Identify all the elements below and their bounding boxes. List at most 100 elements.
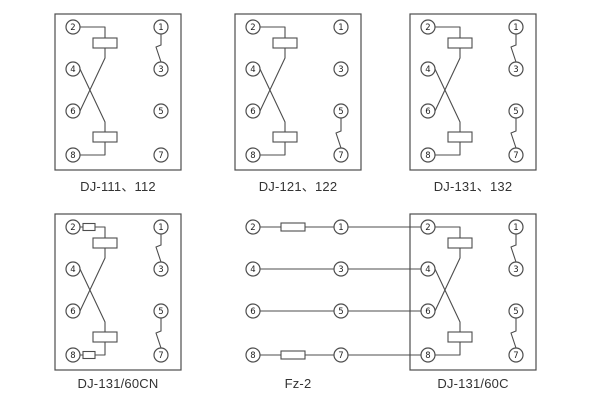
terminal-circle xyxy=(508,303,524,319)
terminal-circle xyxy=(245,103,261,119)
terminal-number: 1 xyxy=(513,23,518,33)
terminal-number: 4 xyxy=(70,65,75,75)
terminal-number: 2 xyxy=(70,23,75,33)
terminal-number: 8 xyxy=(70,151,75,161)
terminal-number: 8 xyxy=(425,151,430,161)
terminal-circle xyxy=(245,61,261,77)
resistor xyxy=(82,222,96,232)
contact-blade xyxy=(155,330,162,349)
terminal-number: 4 xyxy=(250,65,255,75)
diagram-dj-131-60cn: 2 4 6 8 1 3 5 7 DJ-131/60CN xyxy=(53,212,183,391)
terminal-number: 3 xyxy=(338,65,343,75)
contact-blade xyxy=(510,44,517,63)
terminal-number: 1 xyxy=(338,23,343,33)
resistor xyxy=(82,350,96,360)
terminal-number: 6 xyxy=(70,307,75,317)
terminal-circle xyxy=(153,347,169,363)
wire-segment xyxy=(259,47,286,112)
wire-segment xyxy=(79,47,106,112)
coil xyxy=(92,37,118,49)
wire-segment xyxy=(94,226,106,239)
terminal-circle xyxy=(420,19,436,35)
terminal-circle xyxy=(153,219,169,235)
wire-segment xyxy=(259,68,286,133)
terminal-number: 4 xyxy=(250,265,255,275)
terminal-circle xyxy=(245,261,261,277)
relay-schematic: 2 4 6 8 1 3 5 7 xyxy=(409,13,537,171)
terminal-circle xyxy=(65,19,81,35)
wire-segment xyxy=(434,47,461,112)
wire-segment xyxy=(79,268,106,333)
terminal-number: 1 xyxy=(158,23,163,33)
terminal-circle xyxy=(65,147,81,163)
wire-segment xyxy=(434,26,461,39)
terminal-number: 5 xyxy=(338,107,343,117)
terminal-circle xyxy=(508,61,524,77)
terminal-number: 8 xyxy=(250,151,255,161)
terminal-number: 2 xyxy=(250,23,255,33)
relay-case-outline xyxy=(54,13,182,171)
terminal-number: 7 xyxy=(338,151,343,161)
diagram-dj-121-122: 2 4 6 8 1 3 5 7 DJ-121、122 xyxy=(233,12,363,195)
terminal-circle xyxy=(333,103,349,119)
wire-segment xyxy=(79,247,106,312)
resistor-box-schematic: 2 4 6 8 1 3 5 7 xyxy=(245,219,349,363)
terminal-number: 1 xyxy=(338,223,343,233)
terminal-circle xyxy=(245,219,261,235)
coil xyxy=(92,237,118,249)
terminal-circle xyxy=(245,147,261,163)
terminal-circle xyxy=(333,61,349,77)
diagram-label: DJ-131/60CN xyxy=(77,376,159,391)
terminal-number: 1 xyxy=(513,223,518,233)
terminal-number: 6 xyxy=(250,307,255,317)
terminal-circle xyxy=(420,261,436,277)
terminal-number: 6 xyxy=(250,107,255,117)
contact-blade xyxy=(510,130,517,149)
terminal-number: 1 xyxy=(158,223,163,233)
terminal-circle xyxy=(333,19,349,35)
terminal-number: 7 xyxy=(158,151,163,161)
terminal-number: 2 xyxy=(250,223,255,233)
terminal-circle xyxy=(508,347,524,363)
terminal-number: 3 xyxy=(158,65,163,75)
terminal-circle xyxy=(245,19,261,35)
coil xyxy=(92,131,118,143)
terminal-circle xyxy=(333,147,349,163)
wire-segment xyxy=(434,226,461,239)
wire-segment xyxy=(79,141,106,156)
terminal-circle xyxy=(65,61,81,77)
relay-case-outline xyxy=(234,13,362,171)
terminal-circle xyxy=(508,103,524,119)
terminal-circle xyxy=(65,303,81,319)
terminal-number: 5 xyxy=(158,107,163,117)
terminal-number: 4 xyxy=(70,265,75,275)
contact-blade xyxy=(510,330,517,349)
terminal-circle xyxy=(153,103,169,119)
terminal-number: 8 xyxy=(425,351,430,361)
wire-segment xyxy=(79,68,106,133)
wire-segment xyxy=(434,341,461,356)
contact-blade xyxy=(510,244,517,263)
resistor xyxy=(280,350,306,360)
relay-schematic: 2 4 6 8 1 3 5 7 xyxy=(409,213,537,371)
terminal-number: 5 xyxy=(513,107,518,117)
wire-segment xyxy=(434,68,461,133)
diagram-dj-131-132: 2 4 6 8 1 3 5 7 DJ-131、132 xyxy=(408,12,538,195)
diagram-label: DJ-121、122 xyxy=(258,179,338,194)
diagram-dj-131-60c: 2 4 6 8 1 3 5 7 DJ-131/60C xyxy=(408,212,538,391)
terminal-number: 5 xyxy=(513,307,518,317)
wire-segment xyxy=(94,341,106,356)
relay-schematic: 2 4 6 8 1 3 5 7 xyxy=(234,13,362,171)
coil xyxy=(92,331,118,343)
terminal-circle xyxy=(420,219,436,235)
wire-segment xyxy=(259,141,286,156)
contact-blade xyxy=(335,130,342,149)
relay-schematic: 2 4 6 8 1 3 5 7 xyxy=(54,13,182,171)
diagram-label: Fz-2 xyxy=(284,376,312,391)
diagram-dj-111-112: 2 4 6 8 1 3 5 7 DJ-111、112 xyxy=(53,12,183,195)
diagram-label: DJ-131/60C xyxy=(437,376,509,391)
terminal-number: 6 xyxy=(425,107,430,117)
terminal-circle xyxy=(420,61,436,77)
terminal-circle xyxy=(245,303,261,319)
